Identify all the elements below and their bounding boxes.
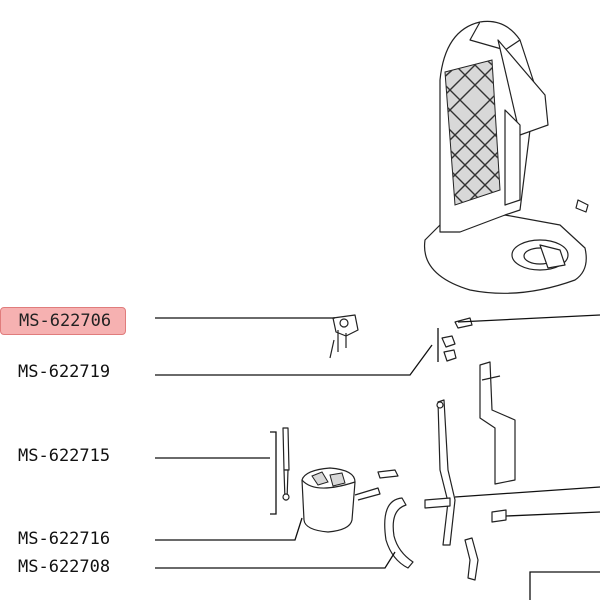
switch-part	[329, 314, 359, 359]
leader-line-right-1	[457, 314, 600, 323]
sensor-rod-part	[270, 427, 290, 515]
screw-set-part	[437, 317, 473, 362]
tube-part	[424, 399, 456, 546]
leader-line-right-4	[529, 571, 600, 600]
part-label-ms-622715[interactable]: MS-622715	[18, 446, 111, 466]
main-housing-part	[423, 20, 589, 294]
part-label-ms-622708[interactable]: MS-622708	[18, 557, 111, 577]
leader-line-right-2	[454, 486, 600, 498]
leader-line-ms-622708	[155, 551, 396, 569]
part-label-ms-622719[interactable]: MS-622719	[18, 362, 111, 382]
part-label-ms-622716[interactable]: MS-622716	[18, 529, 111, 549]
leader-line-ms-622719	[155, 344, 433, 376]
leader-line-ms-622716	[155, 517, 303, 541]
leader-lines	[155, 314, 600, 600]
part-label-ms-622706[interactable]: MS-622706	[0, 307, 127, 335]
leader-line-right-3	[505, 511, 600, 517]
heater-block-part	[301, 467, 399, 533]
hose-part	[384, 497, 507, 581]
bracket-part	[479, 361, 516, 485]
